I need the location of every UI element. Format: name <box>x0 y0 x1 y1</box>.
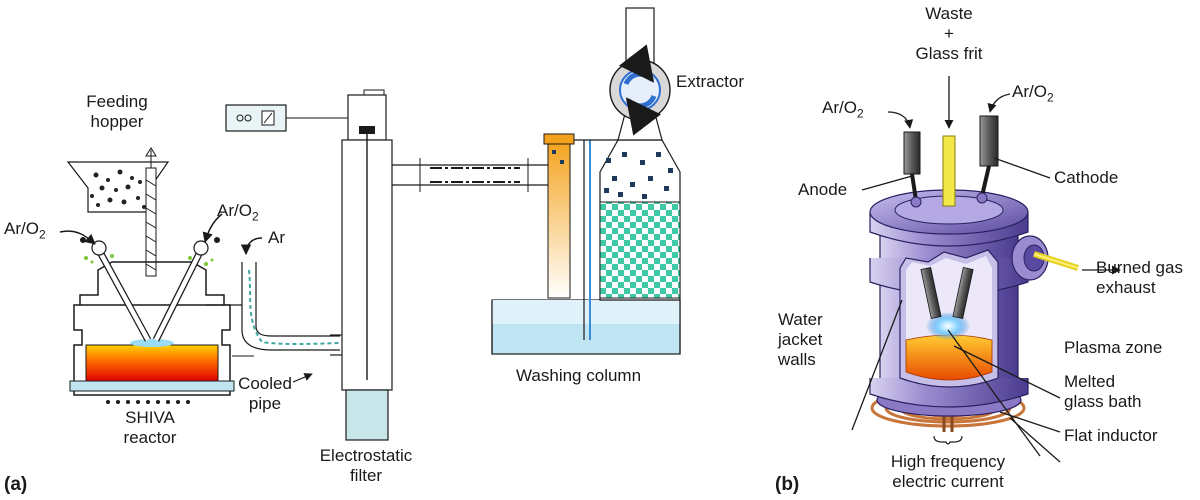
feeding-hopper <box>66 147 170 277</box>
b-gas-right-text: Ar/O <box>1012 82 1047 101</box>
electrostatic-filter-line-1: Electrostatic <box>319 446 413 465</box>
reactor-line-2: reactor <box>123 428 177 447</box>
electrodes-external <box>903 115 999 208</box>
panel-b <box>851 76 1121 463</box>
anode-label: Anode <box>798 180 848 199</box>
b-gas-left-label: Ar/O2 <box>822 98 864 121</box>
water-jacket-line-2: jacket <box>778 330 823 349</box>
cooled-pipe-line-1: Cooled <box>238 374 292 393</box>
gas-left-label: Ar/O2 <box>4 219 46 242</box>
argon-arrow <box>240 237 263 256</box>
panel-a <box>59 7 681 441</box>
melted-glass-label: Melted glass bath <box>1064 372 1142 412</box>
b-gas-left-subscript: 2 <box>856 106 864 121</box>
hf-current-line-2: electric current <box>892 472 1004 491</box>
hf-current-label: High frequency electric current <box>872 452 1024 492</box>
flat-inductor-label: Flat inductor <box>1064 426 1158 445</box>
feed-line-3: Glass frit <box>915 44 983 63</box>
cooled-pipe-line-2: pipe <box>248 394 282 413</box>
electrostatic-filter <box>330 94 393 441</box>
water-jacket-label: Water jacket walls <box>778 310 823 370</box>
extractor-label: Extractor <box>676 72 745 91</box>
burned-gas-line-1: Burned gas <box>1096 258 1183 277</box>
feed-line-1: Waste <box>925 4 973 23</box>
cooled-pipe <box>206 262 341 383</box>
feed-line-2: + <box>944 24 954 43</box>
burned-gas-label: Burned gas exhaust <box>1096 258 1183 298</box>
gas-arrow-left <box>59 230 96 245</box>
cathode-label: Cathode <box>1054 168 1119 187</box>
electrostatic-filter-label: Electrostatic filter <box>306 446 426 486</box>
argon-label: Ar <box>268 228 285 247</box>
water-jacket-line-3: walls <box>778 350 816 369</box>
melted-glass-line-1: Melted <box>1064 372 1116 391</box>
gas-arrow-right <box>202 213 223 244</box>
gas-right-subscript: 2 <box>251 209 259 224</box>
reactor-label: SHIVA reactor <box>100 408 200 448</box>
hf-current-brace <box>933 435 963 445</box>
washing-column-label: Washing column <box>516 366 642 385</box>
gas-left-subscript: 2 <box>38 227 46 242</box>
feed-label: Waste + Glass frit <box>894 4 1004 64</box>
hf-current-line-1: High frequency <box>890 452 1006 471</box>
melted-glass-line-2: glass bath <box>1064 392 1142 411</box>
feeding-hopper-label: Feeding hopper <box>62 92 172 132</box>
panel-b-label: (b) <box>775 474 800 495</box>
b-gas-right-label: Ar/O2 <box>1012 82 1054 105</box>
gas-right-text: Ar/O <box>217 201 252 220</box>
feeding-hopper-line-2: hopper <box>90 112 144 131</box>
b-gas-right-subscript: 2 <box>1046 90 1054 105</box>
panel-b-leaders <box>851 76 1121 463</box>
electrostatic-filter-line-2: filter <box>349 466 383 485</box>
gas-right-label: Ar/O2 <box>217 201 259 224</box>
burned-gas-line-2: exhaust <box>1096 278 1156 297</box>
shiva-reactor <box>69 237 235 404</box>
gas-left-text: Ar/O <box>4 219 39 238</box>
panel-a-label: (a) <box>4 474 28 495</box>
extractor <box>609 44 671 136</box>
plasma-zone-label: Plasma zone <box>1064 338 1163 357</box>
water-jacket-line-1: Water <box>778 310 823 329</box>
reactor-line-1: SHIVA <box>125 408 175 427</box>
feeding-hopper-line-1: Feeding <box>86 92 148 111</box>
b-gas-left-text: Ar/O <box>822 98 857 117</box>
reactor-vessel <box>869 189 1079 417</box>
connecting-duct <box>392 158 548 192</box>
washing-column <box>491 7 681 355</box>
cooled-pipe-label: Cooled pipe <box>228 374 302 414</box>
